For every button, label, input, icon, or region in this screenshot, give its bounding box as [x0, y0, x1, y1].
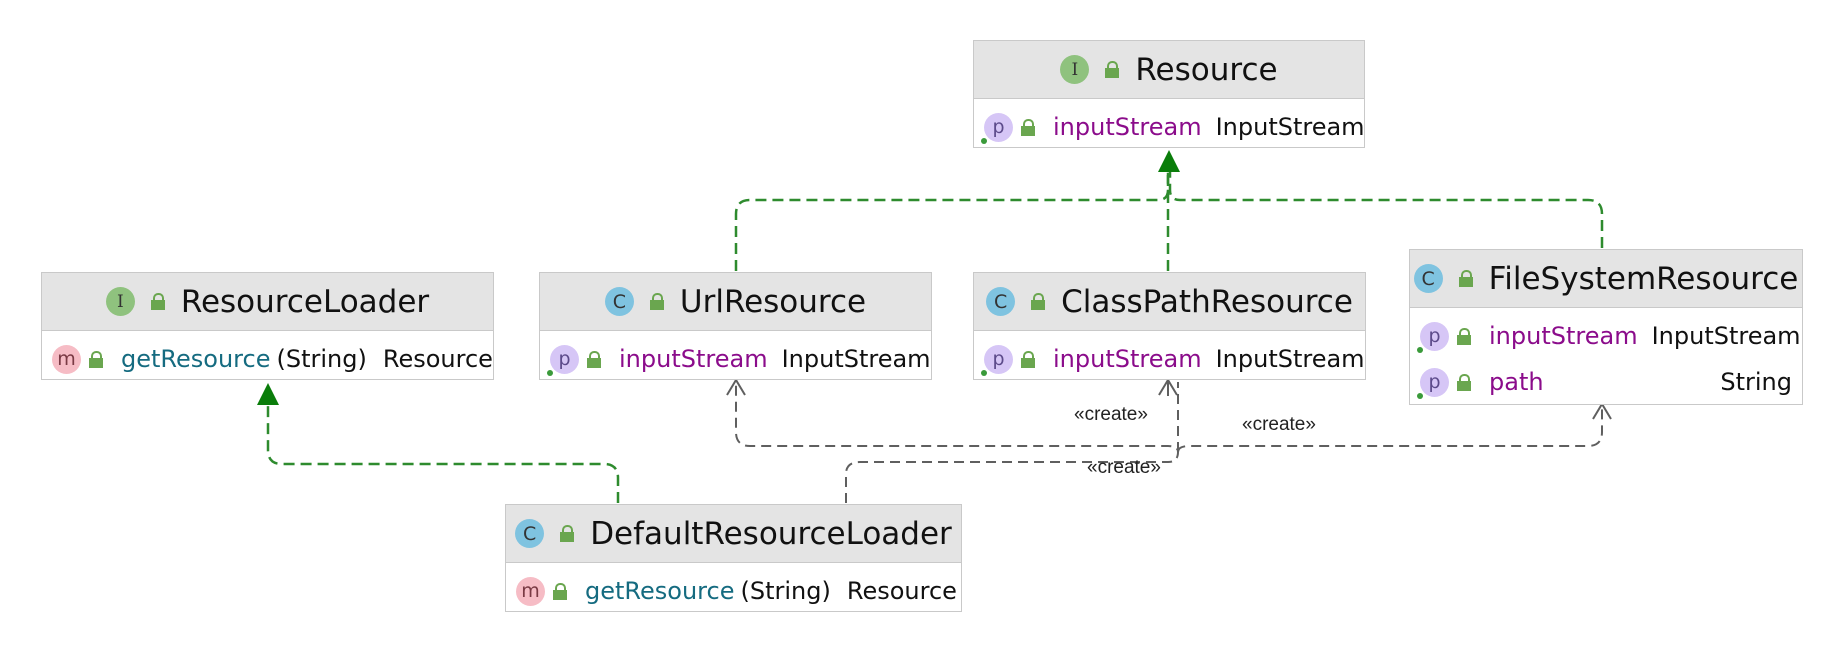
field-name: inputStream	[1053, 345, 1202, 373]
method-return-type: Resource	[846, 577, 957, 605]
field-type: InputStream	[781, 345, 931, 373]
class-header: C FileSystemResource	[1410, 250, 1802, 308]
realization-arrowhead-resourceloader	[257, 383, 279, 405]
class-box-classpathresource[interactable]: C ClassPathResource p inputStream InputS…	[973, 272, 1366, 380]
method-row[interactable]: m getResource (String) Resource	[516, 568, 957, 614]
public-lock-icon	[1021, 350, 1035, 368]
class-members: p inputStream InputStream p path String	[1410, 308, 1802, 409]
field-name: inputStream	[1489, 322, 1638, 350]
dependency-arrowhead-urlresource	[726, 378, 746, 396]
property-icon: p	[981, 112, 1013, 144]
class-members: p inputStream InputStream	[974, 331, 1365, 386]
class-box-urlresource[interactable]: C UrlResource p inputStream InputStream	[539, 272, 932, 380]
class-header: C DefaultResourceLoader	[506, 505, 961, 563]
field-name: inputStream	[619, 345, 768, 373]
realization-urlresource-to-resource	[734, 166, 1170, 271]
property-icon: p	[981, 344, 1013, 376]
method-name: getResource	[585, 577, 735, 605]
field-type: InputStream	[1215, 345, 1365, 373]
property-icon: p	[1417, 367, 1449, 399]
public-lock-icon	[1457, 373, 1471, 391]
public-lock-icon	[1458, 270, 1473, 287]
public-lock-icon	[1021, 118, 1035, 136]
public-lock-icon	[649, 293, 664, 310]
class-members: m getResource (String) Resource	[506, 563, 961, 618]
class-members: p inputStream InputStream	[540, 331, 931, 386]
public-lock-icon	[587, 350, 601, 368]
public-lock-icon	[1031, 293, 1046, 310]
class-icon: C	[515, 519, 545, 548]
method-name: getResource	[121, 345, 271, 373]
class-box-filesystemresource[interactable]: C FileSystemResource p inputStream Input…	[1409, 249, 1803, 405]
class-box-resourceloader[interactable]: I ResourceLoader m getResource (String) …	[41, 272, 494, 380]
field-row[interactable]: p path String	[1417, 359, 1792, 405]
realization-filesystemresource-to-resource	[1168, 166, 1604, 248]
method-icon: m	[516, 576, 545, 606]
field-name: inputStream	[1053, 113, 1202, 141]
field-row[interactable]: p inputStream InputStream	[981, 336, 1365, 382]
field-row[interactable]: p inputStream InputStream	[981, 104, 1365, 150]
create-label-classpathresource: «create»	[1074, 404, 1148, 425]
public-lock-icon	[1105, 61, 1120, 78]
class-header: C UrlResource	[540, 273, 931, 331]
realization-defaultresourceloader-to-resourceloader	[266, 400, 620, 503]
class-name: DefaultResourceLoader	[590, 515, 952, 552]
public-lock-icon	[560, 525, 575, 542]
public-lock-icon	[89, 350, 103, 368]
class-header: C ClassPathResource	[974, 273, 1365, 331]
interface-icon: I	[1060, 55, 1090, 84]
field-type: InputStream	[1651, 322, 1801, 350]
public-lock-icon	[553, 582, 567, 600]
field-row[interactable]: p inputStream InputStream	[1417, 313, 1801, 359]
method-return-type: Resource	[382, 345, 493, 373]
class-icon: C	[986, 287, 1016, 316]
public-lock-icon	[150, 293, 165, 310]
create-label-filesystemresource: «create»	[1242, 414, 1316, 435]
class-box-defaultresourceloader[interactable]: C DefaultResourceLoader m getResource (S…	[505, 504, 962, 612]
method-params: (String)	[276, 345, 367, 373]
class-header: I ResourceLoader	[42, 273, 493, 331]
field-name: path	[1489, 368, 1544, 396]
class-name: FileSystemResource	[1488, 260, 1799, 297]
class-name: UrlResource	[679, 283, 867, 320]
class-name: Resource	[1135, 51, 1278, 88]
class-members: p inputStream InputStream	[974, 99, 1365, 154]
field-type: InputStream	[1215, 113, 1365, 141]
create-label-urlresource: «create»	[1087, 457, 1161, 478]
dependency-create-to-filesystemresource	[1177, 406, 1603, 453]
property-icon: p	[547, 344, 579, 376]
public-lock-icon	[1457, 327, 1471, 345]
field-row[interactable]: p inputStream InputStream	[547, 336, 931, 382]
class-name: ClassPathResource	[1061, 283, 1353, 320]
class-name: ResourceLoader	[180, 283, 430, 320]
property-icon: p	[1417, 321, 1449, 353]
method-icon: m	[52, 344, 81, 374]
method-row[interactable]: m getResource (String) Resource	[52, 336, 493, 382]
class-header: I Resource	[974, 41, 1364, 99]
realization-arrowhead-resource	[1158, 150, 1180, 172]
interface-icon: I	[105, 287, 135, 316]
class-box-resource[interactable]: I Resource p inputStream InputStream	[973, 40, 1365, 148]
class-icon: C	[604, 287, 634, 316]
method-params: (String)	[740, 577, 831, 605]
class-members: m getResource (String) Resource	[42, 331, 493, 386]
field-type: String	[1720, 368, 1792, 396]
dependency-create-to-urlresource	[735, 382, 1180, 503]
class-icon: C	[1413, 264, 1443, 293]
